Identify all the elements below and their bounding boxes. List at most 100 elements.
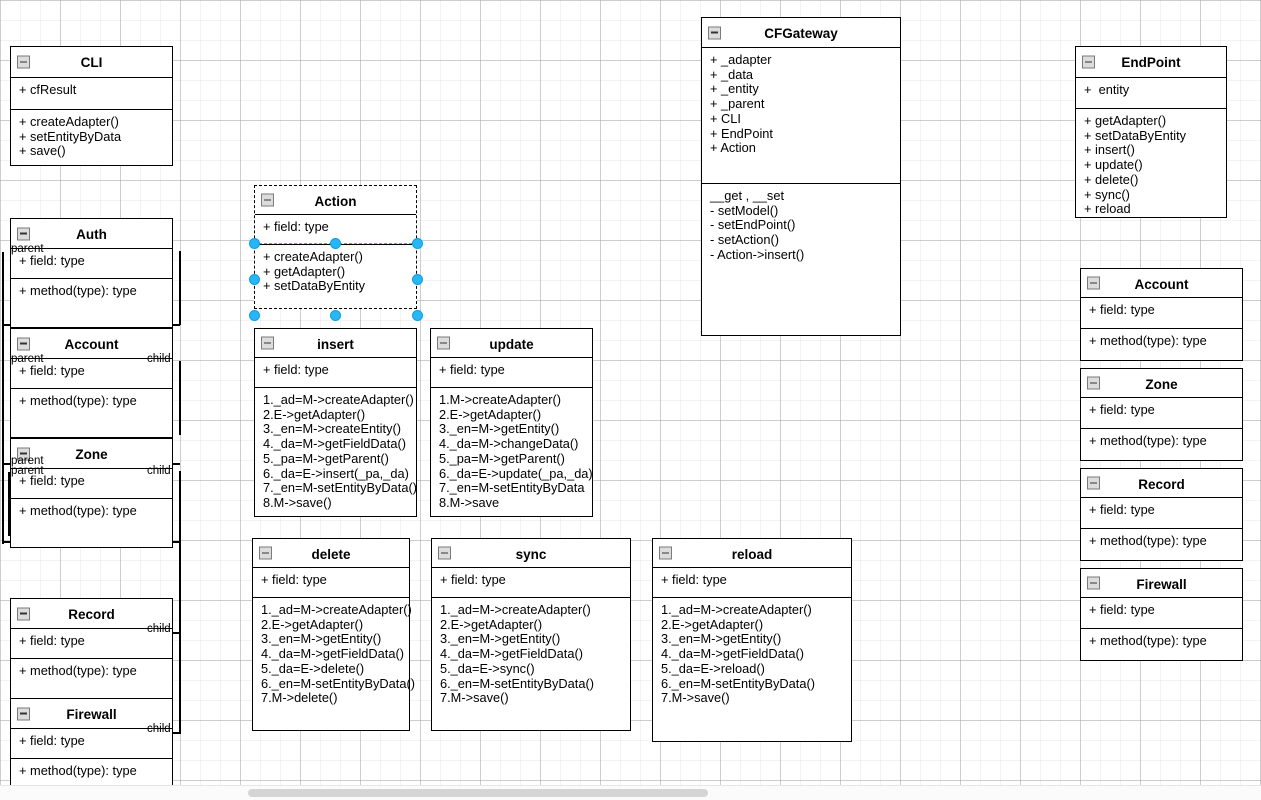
operation-line: + getAdapter()	[1084, 113, 1167, 128]
resize-handle-nw[interactable]	[248, 237, 260, 249]
class-operations: 1._ad=M->createAdapter()2.E->getAdapter(…	[253, 598, 415, 730]
collapse-minus-icon[interactable]	[1087, 476, 1100, 490]
uml-class-zone-right[interactable]: Zone + field: type + method(type): type	[1080, 368, 1243, 461]
collapse-minus-icon[interactable]	[1082, 55, 1095, 69]
attribute-line: + _data	[710, 66, 754, 82]
class-title-bar[interactable]: sync	[432, 539, 630, 568]
collapse-minus-icon[interactable]	[659, 546, 672, 560]
collapse-minus-icon[interactable]	[1087, 276, 1100, 290]
class-name: Auth	[76, 227, 107, 242]
resize-handle-se[interactable]	[411, 309, 423, 321]
uml-class-account-left[interactable]: Account+ field: type+ method(type): type	[10, 328, 173, 438]
collapse-minus-icon[interactable]	[708, 26, 721, 39]
collapse-minus-icon[interactable]	[259, 546, 272, 560]
class-operations: + method(type): type	[11, 389, 172, 437]
uml-class-auth[interactable]: Auth+ field: type+ method(type): type	[10, 218, 173, 328]
uml-class-action[interactable]: Action+ field: type+ createAdapter()+ ge…	[254, 185, 417, 309]
collapse-minus-icon[interactable]	[1087, 576, 1100, 590]
class-title-bar[interactable]: Firewall	[1081, 569, 1242, 598]
class-title-bar[interactable]: Action	[255, 186, 416, 215]
connector-account-right-dn[interactable]	[179, 361, 181, 435]
collapse-minus-icon[interactable]	[17, 707, 30, 720]
class-title-bar[interactable]: Record	[11, 599, 172, 629]
uml-class-record-right[interactable]: Record+ field: type+ method(type): type	[1080, 468, 1243, 561]
operation-line: 5._pa=M->getParent()	[263, 450, 389, 466]
class-title-bar[interactable]: Firewall	[11, 699, 172, 729]
connector-account-left-down[interactable]	[2, 362, 4, 472]
resize-handle-s[interactable]	[330, 309, 341, 321]
collapse-minus-icon[interactable]	[438, 546, 451, 560]
collapse-minus-icon[interactable]	[1087, 376, 1100, 390]
uml-class-cfgateway[interactable]: CFGateway+ _adapter+ _data+ _entity+ _pa…	[701, 17, 901, 336]
connector-auth-left-down[interactable]	[2, 252, 4, 364]
class-title-bar[interactable]: update	[431, 329, 592, 358]
class-title-bar[interactable]: EndPoint	[1076, 47, 1226, 78]
uml-class-record-left[interactable]: Record+ field: type+ method(type): type	[10, 598, 173, 708]
collapse-minus-icon[interactable]	[437, 336, 450, 350]
collapse-minus-icon[interactable]	[17, 607, 30, 620]
class-attributes: + field: type	[11, 469, 172, 499]
uml-class-endpoint[interactable]: EndPoint+ entity+ getAdapter()+ setDataB…	[1075, 46, 1227, 218]
operation-line: 6._en=M-setEntityByData()	[261, 675, 415, 691]
collapse-minus-icon[interactable]	[261, 193, 274, 207]
class-name: Zone	[1145, 377, 1178, 392]
connector-zone-left-down[interactable]	[2, 472, 4, 544]
class-attributes: + field: type	[11, 359, 172, 389]
uml-class-firewall-left[interactable]: Firewall+ field: type+ method(type): typ…	[10, 698, 173, 800]
collapse-minus-icon[interactable]	[17, 227, 30, 240]
uml-class-cli[interactable]: CLI+ cfResult+ createAdapter()+ setEntit…	[10, 46, 173, 166]
resize-handle-sw[interactable]	[248, 309, 260, 321]
operation-line: 4._da=M->getFieldData()	[263, 436, 406, 452]
class-title-bar[interactable]: reload	[653, 539, 851, 568]
operation-line: 3._en=M->getEntity()	[440, 631, 561, 647]
collapse-minus-icon[interactable]	[17, 337, 30, 350]
resize-handle-e[interactable]	[411, 273, 423, 285]
resize-handle-n[interactable]	[330, 237, 341, 249]
operation-line: 1._ad=M->createAdapter()	[263, 392, 414, 407]
connector-zone-left2-down[interactable]	[8, 472, 10, 536]
operation-line: 7._en=M-setEntityByData	[439, 480, 585, 496]
class-title-bar[interactable]: CLI	[11, 47, 172, 78]
class-operations: + getAdapter()+ setDataByEntity+ insert(…	[1076, 109, 1226, 217]
connector-auth-right-down[interactable]	[179, 251, 181, 325]
attribute-line: + field: type	[19, 733, 85, 748]
connector-firewall-tail[interactable]	[179, 632, 181, 732]
collapse-minus-icon[interactable]	[17, 55, 30, 69]
class-title-bar[interactable]: Zone	[11, 439, 172, 469]
operation-line: 8.M->save	[439, 494, 500, 510]
uml-class-zone-left[interactable]: Zone+ field: type+ method(type): type	[10, 438, 173, 548]
class-title-bar[interactable]: delete	[253, 539, 409, 568]
class-title-bar[interactable]: Record	[1081, 469, 1242, 498]
class-title-bar[interactable]: Account	[1081, 269, 1242, 298]
class-title-bar[interactable]: Zone	[1081, 369, 1242, 398]
class-operations: 1.M->createAdapter()2.E->getAdapter()3._…	[431, 388, 593, 516]
uml-class-account-right[interactable]: Account+ field: type+ method(type): type	[1080, 268, 1243, 361]
resize-handle-w[interactable]	[248, 273, 260, 285]
class-title-bar[interactable]: Auth	[11, 219, 172, 249]
collapse-minus-icon[interactable]	[17, 447, 30, 460]
connector-zone-right-down[interactable]	[179, 471, 181, 543]
operation-line: 3._en=M->getEntity()	[261, 631, 382, 647]
horizontal-scrollbar-thumb[interactable]	[248, 789, 708, 797]
operation-line: 5._pa=M->getParent()	[439, 450, 565, 466]
horizontal-scrollbar-track[interactable]	[0, 785, 1261, 800]
operation-line: + method(type): type	[1089, 533, 1207, 548]
class-title-bar[interactable]: CFGateway	[702, 18, 900, 48]
class-operations: + method(type): type	[1081, 429, 1242, 460]
class-title-bar[interactable]: Account	[11, 329, 172, 359]
resize-handle-ne[interactable]	[411, 237, 423, 249]
class-title-bar[interactable]: insert	[255, 329, 416, 358]
uml-class-firewall-right[interactable]: Firewall+ field: type+ method(type): typ…	[1080, 568, 1243, 661]
class-name: Record	[1138, 477, 1185, 492]
operation-line: 7.M->save()	[440, 690, 509, 706]
operation-line: + sync()	[1084, 186, 1130, 202]
operation-line: + method(type): type	[19, 663, 137, 678]
collapse-minus-icon[interactable]	[261, 336, 274, 350]
attribute-line: + field: type	[1089, 402, 1155, 417]
